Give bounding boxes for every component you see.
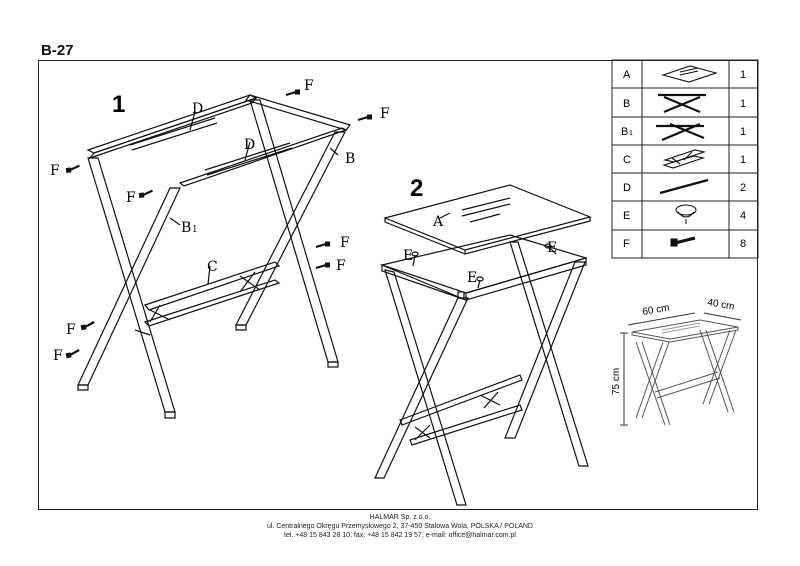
diagram-frame: [38, 60, 758, 510]
suction-pad-icon: [675, 204, 697, 224]
label-d: D: [192, 101, 203, 117]
label-f: F: [66, 322, 76, 338]
parts-table: [611, 59, 759, 259]
part-letter: A: [623, 69, 631, 81]
label-f: F: [50, 163, 60, 179]
dimension-view: [620, 312, 742, 426]
label-c: C: [207, 259, 218, 275]
part-qty: 4: [740, 210, 746, 222]
label-f: F: [340, 235, 350, 251]
part-letter: E: [623, 210, 630, 222]
part-letter: B: [621, 126, 628, 138]
dimension-width: 60 cm: [642, 302, 671, 318]
part-letter: C: [623, 154, 631, 166]
footer-company: HALMAR Sp. z o.o.: [369, 514, 431, 521]
step-1-number: 1: [112, 91, 125, 118]
label-e: E: [547, 240, 557, 256]
step-2-number: 2: [410, 175, 423, 202]
label-b: B: [345, 151, 355, 167]
part-letter: F: [623, 238, 630, 250]
part-qty: 2: [740, 182, 746, 194]
x-frame-icon: [656, 122, 705, 142]
part-qty: 1: [740, 154, 746, 166]
label-f: F: [53, 348, 63, 364]
label-d: D: [244, 137, 255, 153]
parts-table-icons: [656, 65, 718, 247]
part-letter: D: [623, 182, 631, 194]
step-2-labels: A E E E: [403, 214, 557, 286]
label-f: F: [336, 258, 346, 274]
x-frame-icon: [658, 93, 706, 114]
footer-contact: tel. +48 15 843 28 10, fax: +48 15 842 1…: [284, 532, 516, 539]
rod-icon: [659, 178, 709, 195]
bolt-icon: [670, 236, 696, 247]
part-qty: 1: [740, 98, 746, 110]
part-qty: 8: [740, 238, 746, 250]
label-f: F: [304, 78, 314, 94]
model-number: B-27: [41, 42, 74, 59]
step-1-labels: F F F F F F F F D D B B 1 C: [50, 78, 390, 364]
bolt-icon: [64, 88, 374, 360]
step-1-frame: [77, 94, 352, 419]
suction-pad-icon: [411, 243, 557, 289]
dimension-depth: 40 cm: [706, 297, 735, 313]
part-qty: 1: [740, 69, 746, 81]
label-f: F: [380, 106, 390, 122]
glass-top-icon: [661, 65, 718, 83]
step-2-frame: [374, 234, 589, 506]
label-e: E: [403, 248, 413, 264]
glass-top: [383, 184, 592, 255]
part-letter-sub: 1: [629, 130, 633, 137]
label-f: F: [126, 190, 136, 206]
label-b1: B: [181, 220, 191, 236]
label-a: A: [432, 214, 444, 230]
label-b1-sub: 1: [192, 225, 198, 235]
cross-brace-icon: [662, 149, 707, 169]
label-e: E: [467, 270, 477, 286]
footer-address: ul. Centralnego Okręgu Przemysłowego 2, …: [266, 523, 533, 530]
part-letter: B: [623, 98, 630, 110]
part-qty: 1: [740, 126, 746, 138]
dimension-height: 75 cm: [611, 368, 622, 395]
parts-table-letters: A B B 1 C D E F 1 1 1 1 2 4 8: [621, 69, 746, 250]
